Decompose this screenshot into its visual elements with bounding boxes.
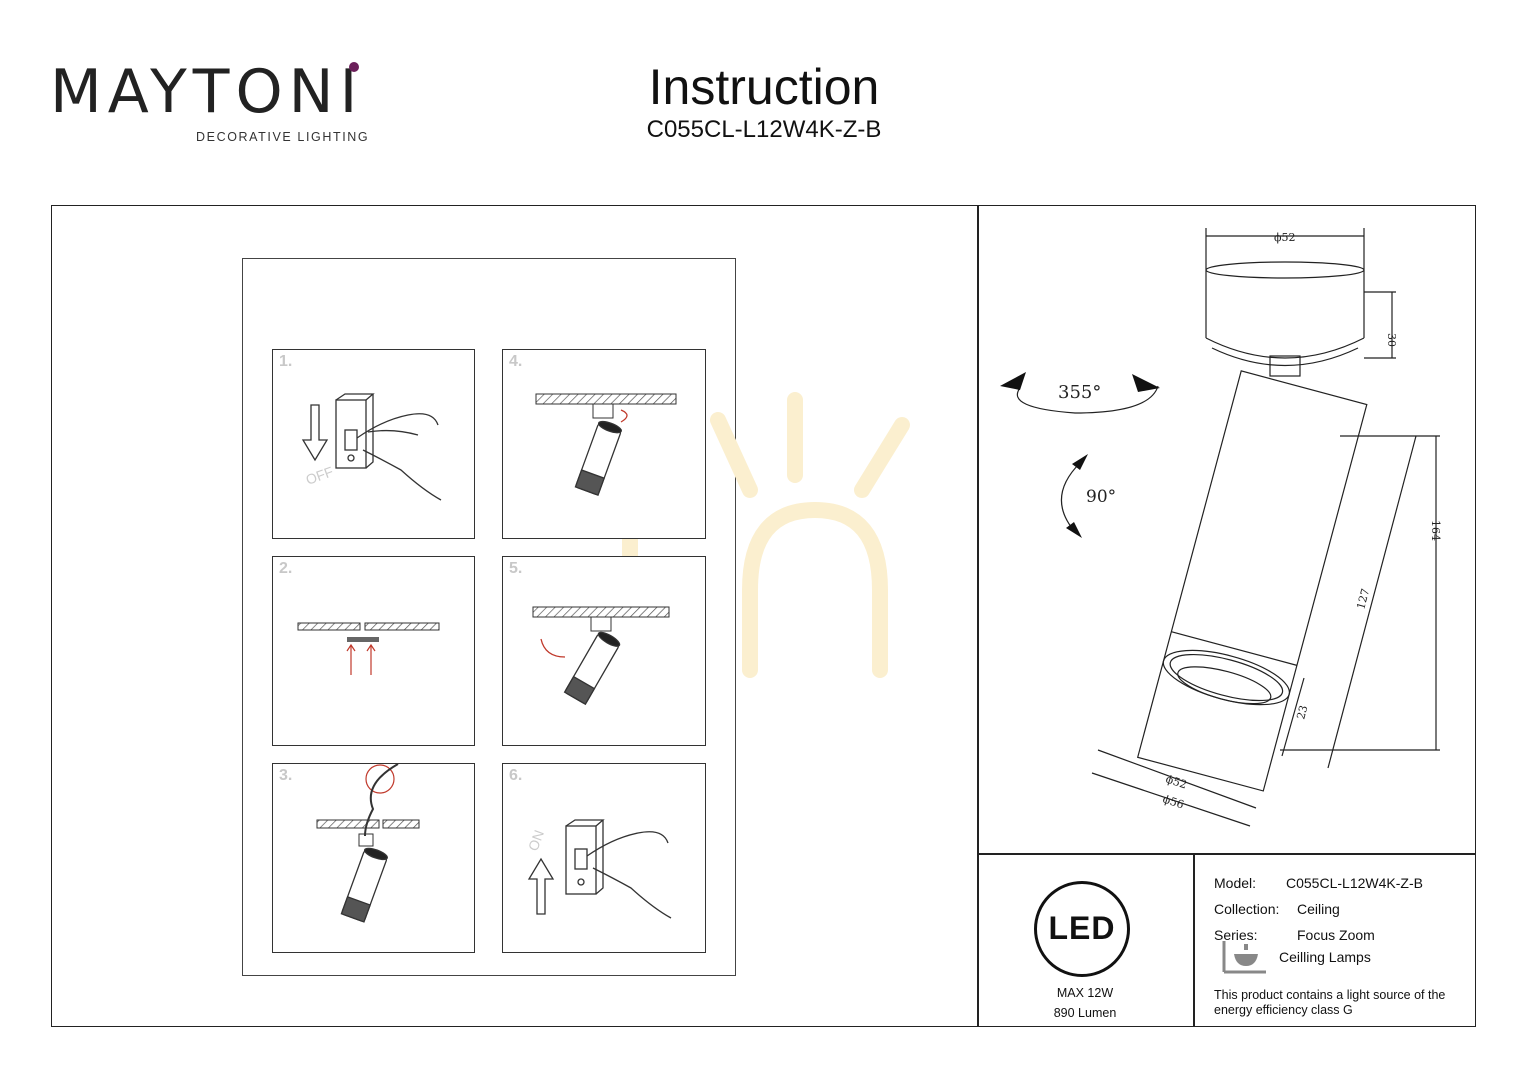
step-number: 2.: [279, 560, 293, 577]
collection-value: Ceiling: [1297, 901, 1340, 917]
dimension-body-length: 127: [1354, 587, 1372, 611]
tilt-lamp-icon: [532, 606, 670, 706]
step-1-panel: 1. OFF: [272, 349, 475, 539]
step-6-panel: 6. ON: [502, 763, 706, 953]
series-label: Series:: [1214, 927, 1258, 943]
step-number: 3.: [279, 767, 293, 784]
model-value: C055CL-L12W4K-Z-B: [1286, 875, 1423, 891]
step-2-panel: 2.: [272, 556, 475, 746]
spec-power: MAX 12W: [1056, 986, 1114, 1000]
category-value: Ceilling Lamps: [1279, 949, 1371, 965]
brand-logo: MAYTONI: [50, 57, 364, 127]
wiring-icon: [316, 764, 420, 923]
rotate-lamp-icon: [535, 393, 677, 496]
dimension-outer-diameter: ϕ56: [1161, 792, 1185, 811]
led-badge-label: LED: [1048, 910, 1116, 946]
model-label: Model:: [1214, 875, 1257, 891]
frame-divider-vertical: [977, 205, 979, 1027]
spec-lumen: 890 Lumen: [1053, 1006, 1117, 1020]
dimension-rotation: 355°: [1058, 382, 1101, 403]
arrow-label: OFF: [304, 463, 336, 488]
dimension-base-height: 30: [1385, 333, 1398, 347]
steps-panel: [242, 258, 736, 976]
dimension-total-length: 164: [1429, 520, 1442, 541]
ceiling-mount-icon: [297, 622, 440, 675]
dimension-top-diameter: ϕ52: [1274, 231, 1296, 244]
step-5-panel: 5.: [502, 556, 706, 746]
led-badge: [1034, 881, 1130, 977]
dimension-tilt: 90°: [1086, 487, 1116, 507]
info-divider-vertical: [1193, 853, 1195, 1027]
step-4-panel: 4.: [502, 349, 706, 539]
step-number: 6.: [509, 767, 523, 784]
model-code-heading: C055CL-L12W4K-Z-B: [646, 116, 882, 143]
switch-off-icon: OFF: [301, 393, 442, 501]
step-number: 1.: [279, 353, 293, 370]
step-number: 5.: [509, 560, 523, 577]
series-value: Focus Zoom: [1297, 927, 1375, 943]
collection-label: Collection:: [1214, 901, 1280, 917]
ceiling-lamp-icon: [1222, 941, 1266, 974]
logo-accent-dot: [349, 62, 359, 72]
energy-note: This product contains a light source of …: [1214, 988, 1446, 1017]
arrow-label: ON: [525, 828, 547, 853]
dimension-ring-height: 23: [1294, 704, 1310, 721]
step-number: 4.: [509, 353, 523, 370]
frame-divider-horizontal: [977, 853, 1476, 855]
dimension-inner-diameter: ϕ52: [1164, 772, 1188, 791]
technical-drawing: ϕ52 30 355° 90° 164 127 23 ϕ52 ϕ56: [1000, 228, 1442, 827]
step-3-panel: 3.: [272, 763, 475, 953]
page-title: Instruction: [648, 59, 880, 115]
brand-tagline: DECORATIVE LIGHTING: [196, 130, 370, 144]
content-frame: [51, 205, 1476, 1027]
switch-on-icon: ON: [525, 819, 672, 919]
